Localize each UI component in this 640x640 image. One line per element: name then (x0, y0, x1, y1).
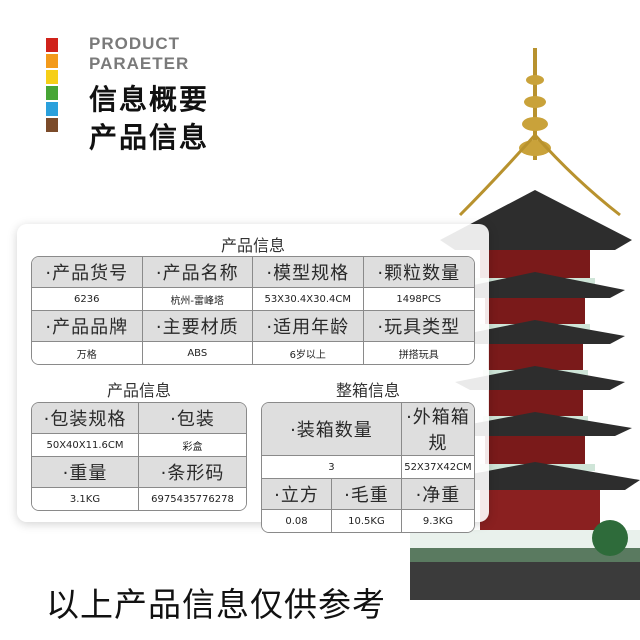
label-age: ·适用年龄 (253, 311, 364, 342)
value-product-name: 杭州-雷峰塔 (142, 288, 253, 311)
label-package-size: ·包装规格 (32, 403, 139, 434)
value-weight: 3.1KG (32, 488, 139, 510)
label-model-size: ·模型规格 (253, 257, 364, 288)
label-carton-qty: ·装箱数量 (262, 403, 402, 456)
value-piece-count: 1498PCS (363, 288, 474, 311)
card-right-title: 整箱信息 (335, 381, 400, 400)
color-bar-yellow (46, 70, 58, 84)
header-english: PRODUCT PARAETER (89, 34, 189, 74)
value-age: 6岁以上 (253, 342, 364, 364)
label-package: ·包装 (139, 403, 246, 434)
label-product-name: ·产品名称 (142, 257, 253, 288)
value-brand: 万格 (32, 342, 143, 364)
color-bar-red (46, 38, 58, 52)
value-volume: 0.08 (262, 510, 332, 532)
value-gross-weight: 10.5KG (331, 510, 402, 532)
label-carton-size: ·外箱箱规 (401, 403, 474, 456)
label-piece-count: ·颗粒数量 (363, 257, 474, 288)
header-line2: PARAETER (89, 54, 190, 73)
color-bar-strip (46, 38, 58, 134)
label-weight: ·重量 (32, 457, 139, 488)
label-product-code: ·产品货号 (32, 257, 143, 288)
header-line1: PRODUCT (89, 34, 181, 53)
card-top-title: 产品信息 (220, 236, 285, 255)
color-bar-blue (46, 102, 58, 116)
color-bar-green (46, 86, 58, 100)
label-volume: ·立方 (262, 479, 332, 510)
value-material: ABS (142, 342, 253, 364)
value-model-size: 53X30.4X30.4CM (253, 288, 364, 311)
disclaimer-text: 以上产品信息仅供参考 (46, 585, 386, 624)
header-title1: 信息概要 (89, 83, 210, 116)
card-left-title: 产品信息 (106, 381, 171, 400)
package-info-table: ·包装规格 ·包装 50X40X11.6CM 彩盒 ·重量 ·条形码 3.1KG… (31, 402, 247, 511)
header-title2: 产品信息 (89, 121, 210, 154)
label-material: ·主要材质 (142, 311, 253, 342)
value-package: 彩盒 (139, 434, 246, 457)
label-toy-type: ·玩具类型 (363, 311, 474, 342)
value-net-weight: 9.3KG (401, 510, 474, 532)
value-package-size: 50X40X11.6CM (32, 434, 139, 457)
value-barcode: 6975435776278 (139, 488, 246, 510)
label-net-weight: ·净重 (401, 479, 474, 510)
info-card: 产品信息 ·产品货号 ·产品名称 ·模型规格 ·颗粒数量 6236 杭州-雷峰塔… (17, 224, 489, 533)
value-toy-type: 拼搭玩具 (363, 342, 474, 364)
value-carton-size: 52X37X42CM (401, 456, 474, 479)
color-bar-brown (46, 118, 58, 132)
value-carton-qty: 3 (262, 456, 402, 479)
label-gross-weight: ·毛重 (331, 479, 402, 510)
top-info-table: ·产品货号 ·产品名称 ·模型规格 ·颗粒数量 6236 杭州-雷峰塔 53X3… (31, 256, 475, 365)
label-brand: ·产品品牌 (32, 311, 143, 342)
carton-info-table: ·装箱数量 ·外箱箱规 3 52X37X42CM ·立方 ·毛重 ·净重 0.0… (261, 402, 475, 533)
label-barcode: ·条形码 (139, 457, 246, 488)
value-product-code: 6236 (32, 288, 143, 311)
color-bar-orange (46, 54, 58, 68)
